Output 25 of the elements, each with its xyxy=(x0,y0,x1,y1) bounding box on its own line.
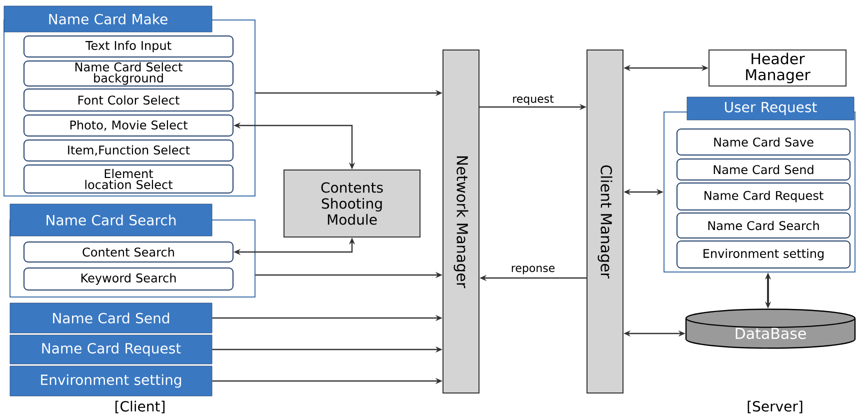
module-box: Name Card Send xyxy=(10,302,212,334)
function-box: Environment setting xyxy=(676,240,850,268)
manager-box: Header Manager xyxy=(708,50,846,86)
function-box: Name Card Send xyxy=(676,158,850,180)
function-box: Name Card Select background xyxy=(24,60,234,86)
manager-bar: Network Manager xyxy=(442,50,480,394)
function-box: Content Search xyxy=(24,242,234,262)
function-box: Name Card Search xyxy=(676,212,850,238)
function-box: Keyword Search xyxy=(24,268,234,290)
function-box: Item,Function Select xyxy=(24,140,234,162)
edge-label: request xyxy=(511,94,555,106)
module-box: Name Card Request xyxy=(10,334,212,364)
caption-label: [Server] xyxy=(748,400,802,414)
manager-bar: Client Manager xyxy=(586,50,624,394)
function-box: Text Info Input xyxy=(24,36,234,58)
module-box: Environment setting xyxy=(10,366,212,396)
database-cylinder: DataBase xyxy=(685,308,856,349)
function-box: Font Color Select xyxy=(24,88,234,112)
module-box: Contents Shooting Module xyxy=(284,170,420,238)
function-box: Element location Select xyxy=(24,164,234,194)
caption-label: [Client] xyxy=(115,400,165,414)
function-box: Name Card Save xyxy=(676,128,850,156)
edge-label: reponse xyxy=(510,264,556,276)
function-box: Photo, Movie Select xyxy=(24,114,234,136)
function-box: Name Card Request xyxy=(676,182,850,210)
